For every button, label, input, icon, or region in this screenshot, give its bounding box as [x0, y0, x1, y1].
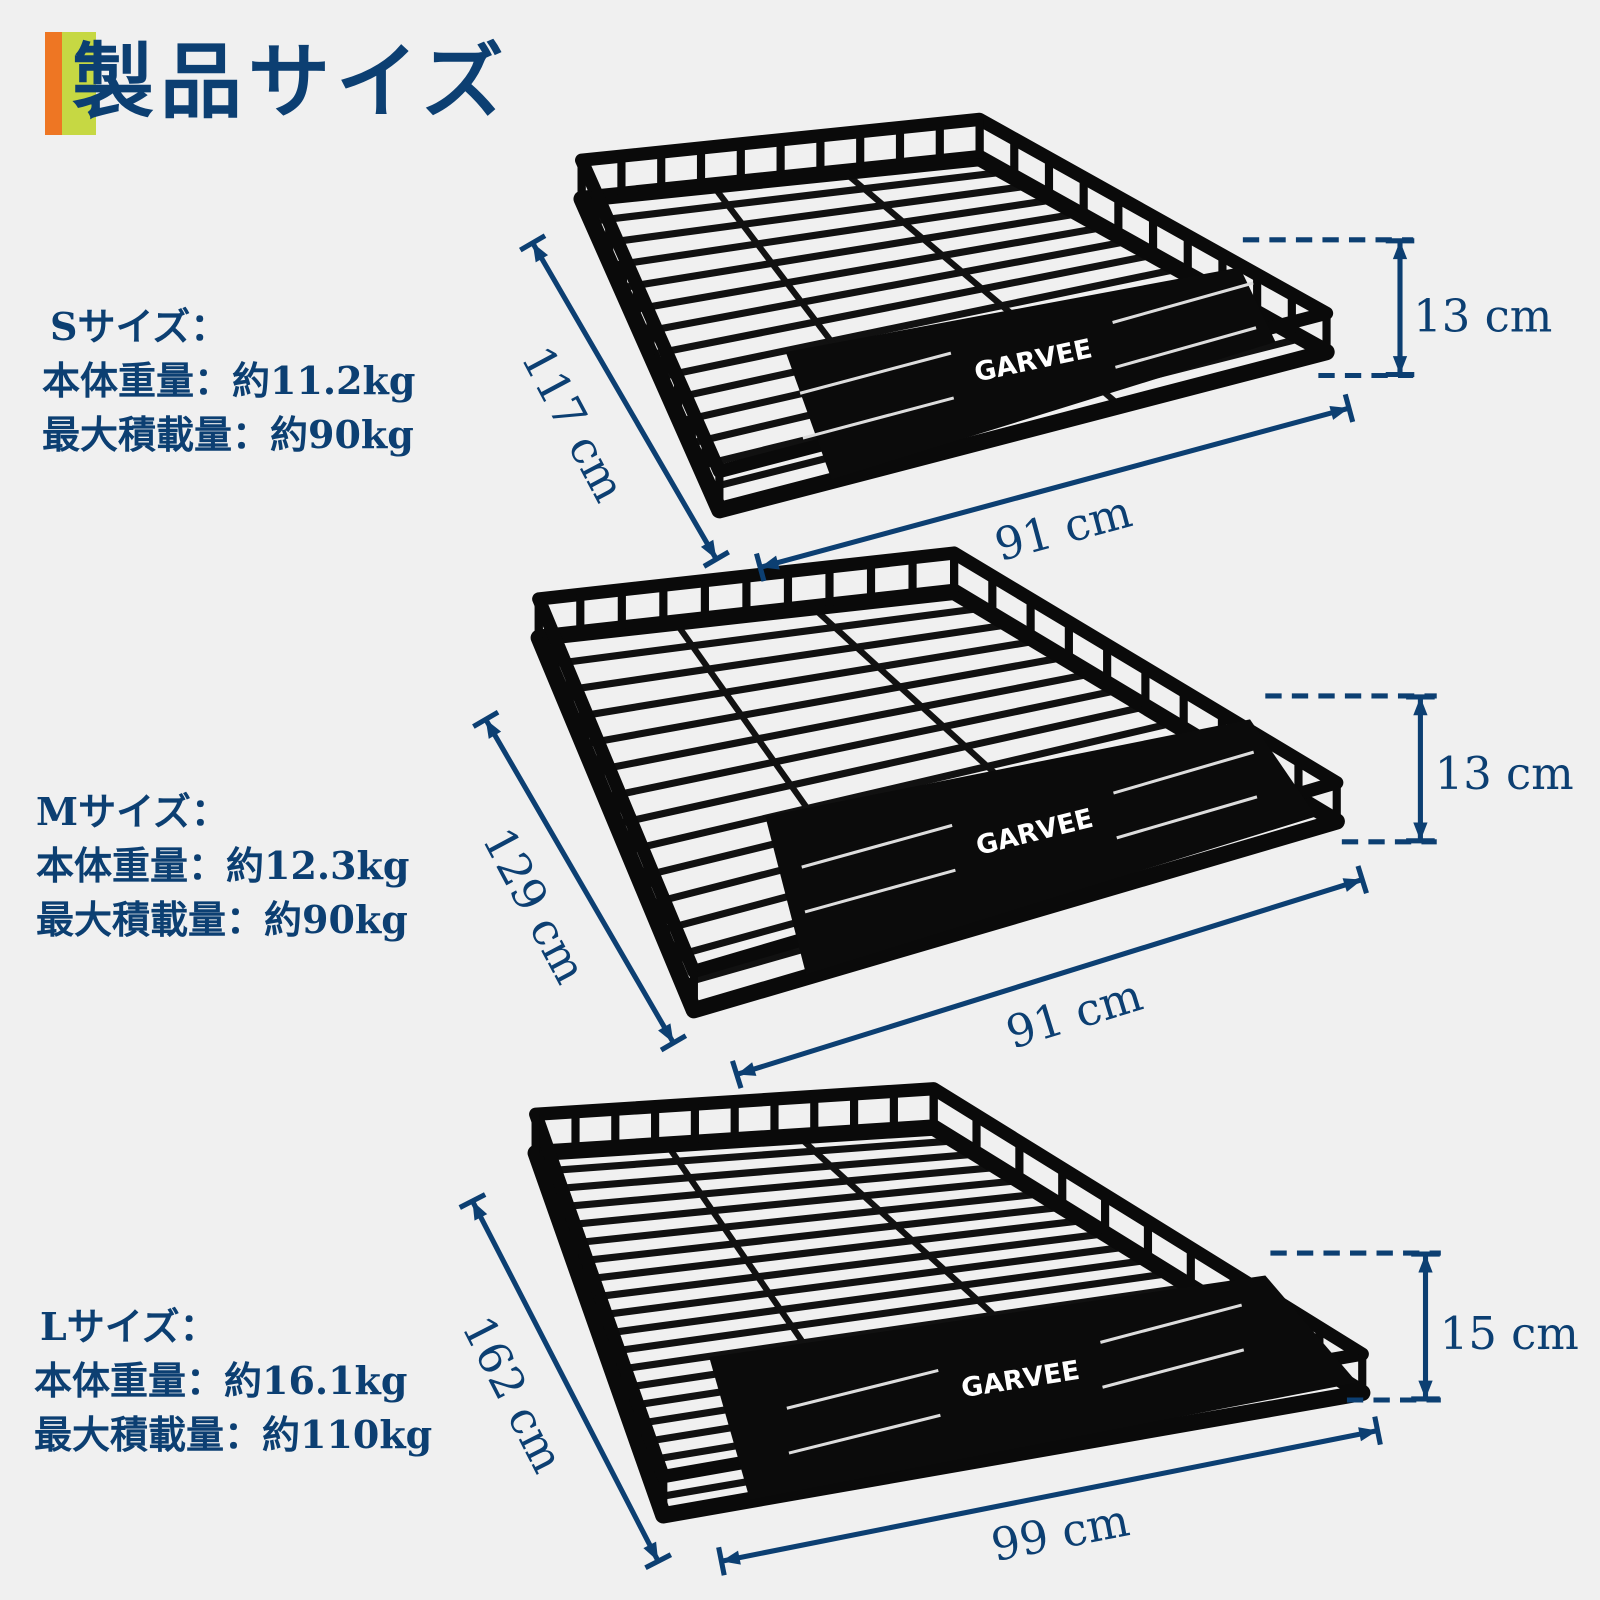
arrowhead — [700, 539, 717, 560]
fairing-stripe — [1113, 750, 1255, 795]
rack-slat — [605, 1269, 1170, 1356]
max-load: 最大積載量：約90kg — [36, 897, 408, 942]
rack-slat — [586, 1230, 1106, 1302]
arrowhead — [1418, 1380, 1433, 1399]
wind-fairing — [785, 267, 1276, 480]
title-accent-orange — [45, 32, 62, 135]
size-name: Mサイズ： — [36, 789, 229, 834]
arrowhead — [736, 1062, 757, 1076]
rack-slat — [560, 621, 1010, 695]
width-label-m: 91 cm — [1000, 968, 1148, 1059]
arrowhead — [1418, 1254, 1433, 1273]
spec-medium: Mサイズ： 本体重量：約12.3kg 最大積載量：約90kg — [36, 785, 409, 947]
arrowhead — [1392, 240, 1408, 260]
page-title: 製品サイズ — [72, 34, 510, 130]
fairing-stripe — [1102, 1348, 1245, 1389]
height-label-s: 13 cm — [1413, 290, 1552, 343]
fairing-stripe — [788, 1413, 941, 1455]
fairing-stripe — [1100, 1303, 1243, 1344]
arrowhead — [643, 1541, 659, 1562]
wind-fairing — [709, 1275, 1358, 1500]
arrowhead — [1413, 822, 1428, 841]
rack-slat — [573, 1203, 1063, 1266]
body-weight: 本体重量：約16.1kg — [34, 1358, 408, 1403]
rack-slat — [579, 1216, 1085, 1284]
arrowhead — [532, 242, 549, 263]
fairing-stripe — [802, 396, 955, 440]
roof-rack: GARVEE — [573, 112, 1335, 519]
rack-slat — [549, 604, 982, 668]
roof-rack: GARVEE — [530, 546, 1345, 1019]
spec-large: Lサイズ： 本体重量：約16.1kg 最大積載量：約110kg — [34, 1300, 432, 1462]
length-dimension-m — [483, 718, 676, 1045]
size-name: Lサイズ： — [40, 1304, 218, 1349]
arrowhead — [1329, 406, 1349, 420]
rack-slat — [604, 686, 1119, 801]
rack-slat — [567, 1190, 1042, 1248]
roof-rack: GARVEE — [527, 1082, 1371, 1524]
rack-slat — [610, 196, 1055, 270]
spec-small: Sサイズ： 本体重量：約11.2kg 最大積載量：約90kg — [42, 300, 415, 462]
rack-slat — [630, 223, 1105, 314]
rack-slat — [615, 703, 1147, 828]
length-dimension-l — [470, 1199, 661, 1563]
arrowhead — [485, 719, 502, 739]
arrowhead — [1342, 878, 1363, 892]
wind-fairing — [765, 719, 1317, 975]
length-label-l: 162 cm — [451, 1307, 574, 1480]
fairing-stripe — [1116, 795, 1258, 840]
max-load: 最大積載量：約90kg — [42, 412, 414, 457]
rack-slat — [659, 265, 1179, 381]
body-weight: 本体重量：約12.3kg — [36, 843, 410, 888]
title-accent-green — [62, 32, 96, 135]
arrowhead — [472, 1201, 488, 1221]
fairing-stripe — [799, 351, 952, 395]
body-weight: 本体重量：約11.2kg — [42, 358, 416, 403]
rack-slat — [582, 653, 1065, 748]
length-label-m: 129 cm — [472, 819, 597, 992]
rack-slat — [554, 1163, 999, 1211]
fairing-stripe — [804, 868, 956, 914]
arrowhead — [1413, 696, 1428, 716]
fairing-stripe — [801, 823, 953, 869]
arrowhead — [721, 1550, 741, 1565]
fairing-stripe — [786, 1368, 939, 1410]
width-dimension-l — [720, 1428, 1379, 1564]
rack-slat — [592, 1243, 1127, 1320]
height-label-m: 13 cm — [1435, 747, 1574, 800]
rack-slat — [560, 1177, 1020, 1230]
height-label-l: 15 cm — [1440, 1307, 1579, 1360]
arrowhead — [1392, 356, 1408, 375]
rack-slat — [649, 251, 1154, 359]
rack-slat — [599, 1256, 1149, 1338]
size-name: Sサイズ： — [50, 304, 229, 349]
length-label-s: 117 cm — [511, 337, 636, 510]
arrowhead — [1358, 1427, 1378, 1442]
rack-slat — [640, 237, 1129, 336]
arrowhead — [760, 555, 780, 570]
rack-slat — [591, 168, 1005, 225]
width-dimension-s — [759, 405, 1350, 570]
rack-slat — [571, 637, 1037, 722]
rack-slat — [593, 670, 1092, 775]
rack-slat — [548, 1150, 977, 1193]
arrowhead — [658, 1023, 674, 1043]
width-dimension-m — [735, 877, 1364, 1077]
rack-slat — [541, 1137, 956, 1175]
rack-slat — [626, 719, 1174, 855]
max-load: 最大積載量：約110kg — [34, 1412, 433, 1457]
dimension-tick — [659, 1033, 688, 1053]
length-dimension-s — [530, 241, 719, 561]
fairing-stripe — [1114, 326, 1257, 369]
rack-slat — [620, 210, 1080, 292]
rack-slat — [600, 182, 1030, 247]
fairing-stripe — [1112, 281, 1254, 324]
